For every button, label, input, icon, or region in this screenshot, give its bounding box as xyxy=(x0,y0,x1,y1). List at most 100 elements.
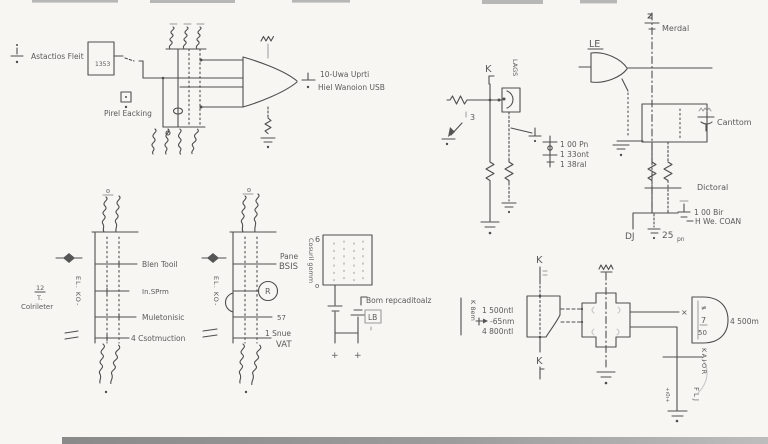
dot xyxy=(502,97,506,101)
merdal-label: Merdal xyxy=(662,24,689,33)
plates xyxy=(644,22,660,30)
source-title: Astactios Fleit xyxy=(31,52,84,61)
le-label: LE xyxy=(589,39,600,50)
dot xyxy=(604,381,608,385)
rotated-label: EL. KO- xyxy=(212,276,220,306)
bottom-bar xyxy=(62,437,768,444)
relay-label: R xyxy=(265,287,271,296)
scale-top: 6 xyxy=(315,235,320,244)
resistor-icon xyxy=(251,344,262,386)
value-1: 1 500ntl xyxy=(482,306,513,315)
equals-marks xyxy=(64,330,79,340)
arrow-head xyxy=(483,318,488,324)
capacitor-icon xyxy=(350,309,366,316)
dot xyxy=(16,44,18,46)
cap-value: 25 xyxy=(662,231,673,241)
dotted-rail xyxy=(244,236,258,344)
ground-bars xyxy=(596,371,616,378)
resistor-icon xyxy=(101,196,108,233)
side-label: Colrileter xyxy=(21,303,53,311)
grid-box xyxy=(322,234,373,286)
battery-icon xyxy=(542,135,558,168)
capacitor-icon xyxy=(644,13,660,30)
top-smudge xyxy=(580,0,617,4)
top-smudge xyxy=(32,0,118,3)
top-smudge xyxy=(292,0,350,3)
small-circle xyxy=(165,130,171,136)
gate-output-label2: Hiel Wanoion USB xyxy=(318,83,385,92)
arrow-marker-icon xyxy=(475,317,488,326)
capacitor-icon xyxy=(327,305,343,312)
rung-label-2: In.SPrm xyxy=(142,288,169,296)
tag-box xyxy=(364,309,382,324)
zigzag xyxy=(698,107,712,112)
connector-box-icon xyxy=(120,91,132,109)
resistor-icon xyxy=(253,193,260,233)
wire xyxy=(334,311,359,344)
arrow-ground-icon xyxy=(441,122,463,146)
resistor-icon xyxy=(485,159,495,184)
dot xyxy=(445,142,449,146)
bracket-mark xyxy=(539,366,545,380)
resistor-icon xyxy=(647,161,657,184)
resistor-icon xyxy=(240,195,247,233)
scan-artifacts xyxy=(32,0,768,444)
transistor-icon xyxy=(501,87,521,113)
rung-label-4: 4 Csotmuction xyxy=(131,334,186,343)
diamond xyxy=(207,253,219,263)
gate-output-label: 4 500m xyxy=(730,317,759,326)
scale-top: 12 xyxy=(36,284,44,292)
mixer-block: K 8em 1 500ntl -65nm 4 800ntl K K xyxy=(460,255,759,423)
rung-label-3: 57 xyxy=(277,314,286,322)
resistor-icon xyxy=(114,195,121,233)
plates xyxy=(697,116,715,132)
wire xyxy=(138,60,244,79)
relay-circle xyxy=(257,280,279,302)
transistor-block: K LAGS 3 xyxy=(441,59,589,235)
sub-circuit-box xyxy=(641,103,708,143)
rung-label-4a: 1 Snue xyxy=(265,329,291,338)
source-block: Astactios Fleit 1353 Pirel Eacking xyxy=(10,41,244,118)
ground-icon xyxy=(596,371,616,385)
ground-bars xyxy=(612,144,630,150)
resistor-bank-icon xyxy=(151,128,199,155)
terminal-icon xyxy=(528,127,542,143)
coan-value: H We. COAN xyxy=(695,217,741,226)
squiggle xyxy=(647,13,653,19)
source-box xyxy=(87,41,115,76)
ground-bars xyxy=(501,202,517,208)
gate-input-wires xyxy=(179,59,244,108)
dot xyxy=(507,210,511,214)
ground-bars xyxy=(260,137,276,143)
pin-label: 3 xyxy=(470,113,475,122)
source-caption: Pirel Eacking xyxy=(104,109,152,118)
value-3: 1 38ral xyxy=(560,160,586,169)
dot xyxy=(15,60,19,64)
resistor-icon xyxy=(195,26,202,50)
rail xyxy=(162,48,179,128)
dot xyxy=(488,231,492,235)
rail xyxy=(229,231,277,344)
resistor-icon xyxy=(98,343,105,384)
dashed-rail xyxy=(188,48,201,128)
rung-wires xyxy=(232,263,277,339)
x-mark: × xyxy=(681,308,688,317)
box xyxy=(120,91,132,103)
dot xyxy=(104,390,108,394)
gate-body xyxy=(691,296,729,344)
rotated-ticks: +ı0ı+ xyxy=(664,387,670,403)
gate-icon xyxy=(242,56,298,108)
rotated-label: LAGS xyxy=(511,59,519,76)
value-2: 1 33ont xyxy=(560,150,589,159)
rung-label-1b: BSIS xyxy=(279,262,298,272)
gate-output-label1: 10-Uwa Uprti xyxy=(320,70,369,79)
battery-bars xyxy=(542,135,558,168)
ground-bars xyxy=(480,221,500,228)
flag-circle xyxy=(106,189,110,193)
top-smudge xyxy=(482,0,543,4)
zigzag xyxy=(260,35,275,42)
k-top-label: K xyxy=(536,255,543,266)
faint-curve xyxy=(697,358,708,394)
rotated-label: EL. KO- xyxy=(74,276,82,306)
